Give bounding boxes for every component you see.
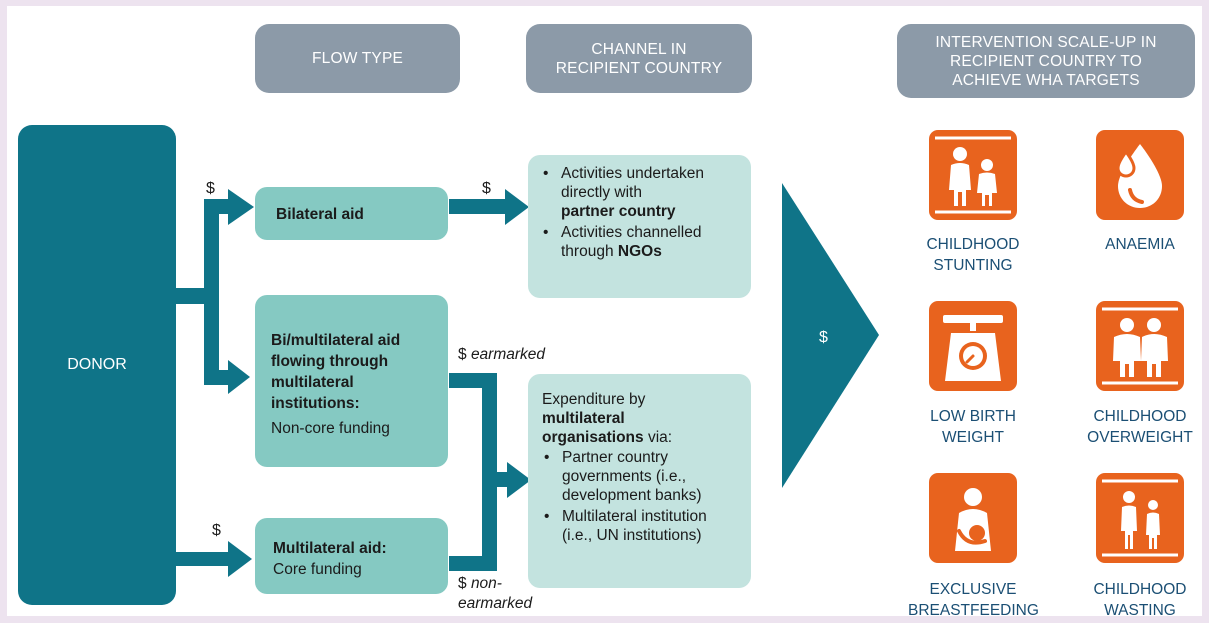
dollar-label-bilateral-in: $ [206, 180, 215, 197]
donor-label: DONOR [67, 356, 127, 373]
bilateral-b2-bold: NGOs [617, 243, 662, 260]
earmarked-dollar: $ [458, 346, 467, 363]
bilateral-b1-line2: directly with [561, 184, 642, 201]
header-channel: CHANNEL IN RECIPIENT COUNTRY [526, 24, 752, 93]
multi-b2-line1: Multilateral institution [562, 508, 707, 525]
bilateral-channel-item-2: Activities channelled through NGOs [541, 223, 743, 261]
non-earmarked-dollar: $ [458, 575, 467, 592]
caption-stunting: CHILDHOOD STUNTING [908, 234, 1038, 276]
header-scaleup: INTERVENTION SCALE-UP IN RECIPIENT COUNT… [897, 24, 1195, 98]
blood-drop-icon [1096, 130, 1184, 220]
bimulti-subtitle: Non-core funding [271, 420, 390, 437]
caption-wasting: CHILDHOOD WASTING [1075, 579, 1205, 621]
multi-channel-via: via: [643, 429, 673, 446]
caption-stunting-line1: CHILDHOOD [926, 236, 1020, 253]
overweight-children-icon [1096, 301, 1184, 391]
caption-overweight-line2: OVERWEIGHT [1087, 429, 1193, 446]
multi-channel-item-2: Multilateral institution (i.e., UN insti… [542, 507, 745, 545]
bimulti-line2: flowing through [271, 353, 389, 370]
bilateral-channel-box: Activities undertaken directly with part… [528, 155, 751, 298]
header-scaleup-line2: RECIPIENT COUNTRY TO [949, 52, 1143, 70]
caption-lbw-line1: LOW BIRTH [930, 408, 1016, 425]
bimultilateral-aid-box: Bi/multilateral aid flowing through mult… [255, 295, 448, 467]
bilateral-b1-bold: partner country [561, 203, 676, 220]
header-channel-line2: RECIPIENT COUNTRY [555, 59, 723, 77]
header-channel-line1: CHANNEL IN [591, 40, 687, 58]
multilateral-subtitle: Core funding [273, 561, 362, 578]
multi-channel-bold1: multilateral [542, 410, 625, 427]
multi-b1-line1: Partner country [562, 449, 668, 466]
bilateral-aid-label: Bilateral aid [276, 206, 364, 223]
bilateral-b1-line1: Activities undertaken [561, 165, 705, 182]
caption-breastfeeding-line1: EXCLUSIVE [929, 581, 1017, 598]
bimulti-line4: institutions: [271, 395, 360, 412]
non-earmarked-text1: non- [470, 575, 502, 592]
bilateral-channel-item-1: Activities undertaken directly with part… [541, 164, 743, 221]
bimulti-line3: multilateral [271, 374, 354, 391]
caption-stunting-line2: STUNTING [933, 257, 1013, 274]
donor-box: DONOR [18, 125, 176, 605]
bimulti-line1: Bi/multilateral aid [271, 332, 401, 349]
caption-anaemia-line1: ANAEMIA [1105, 236, 1175, 253]
multi-channel-item-1: Partner country governments (i.e., devel… [542, 448, 745, 505]
dollar-label-bilateral-out: $ [482, 180, 491, 197]
children-icon [929, 130, 1017, 220]
caption-breastfeeding-line2: BREASTFEEDING [908, 602, 1039, 619]
caption-overweight-line1: CHILDHOOD [1093, 408, 1187, 425]
scale-icon [929, 301, 1017, 391]
multi-b1-line2: governments (i.e., [562, 468, 687, 485]
non-earmarked-text2: earmarked [458, 595, 533, 612]
thin-children-icon [1096, 473, 1184, 563]
caption-lbw-line2: WEIGHT [942, 429, 1004, 446]
multilateral-title: Multilateral aid: [273, 540, 387, 557]
dollar-label-multilateral-in: $ [212, 522, 221, 539]
caption-wasting-line1: CHILDHOOD [1093, 581, 1187, 598]
header-scaleup-line3: ACHIEVE WHA TARGETS [952, 71, 1140, 89]
multi-channel-bold2: organisations [542, 429, 644, 446]
caption-wasting-line2: WASTING [1104, 602, 1176, 619]
dollar-label-scaleup: $ [819, 329, 828, 346]
caption-overweight: CHILDHOOD OVERWEIGHT [1075, 406, 1205, 448]
multi-b2-line2: (i.e., UN institutions) [562, 527, 702, 544]
header-scaleup-line1: INTERVENTION SCALE-UP IN [935, 33, 1157, 51]
earmarked-label: $ earmarked [458, 346, 545, 364]
breastfeeding-icon [929, 473, 1017, 563]
header-flow-type-text: FLOW TYPE [311, 50, 404, 67]
multilateral-aid-box: Multilateral aid: Core funding [255, 518, 448, 594]
header-flow-type: FLOW TYPE [255, 24, 460, 93]
multi-channel-intro: Expenditure by [542, 391, 646, 408]
caption-anaemia: ANAEMIA [1075, 234, 1205, 255]
multilateral-channel-box: Expenditure by multilateral organisation… [528, 374, 751, 588]
bilateral-aid-box: Bilateral aid [255, 187, 448, 240]
earmarked-text: earmarked [470, 346, 546, 363]
multi-b1-line3: development banks) [562, 487, 702, 504]
bilateral-b2-line2: through [561, 243, 618, 260]
caption-low-birth-weight: LOW BIRTH WEIGHT [908, 406, 1038, 448]
bilateral-b2-line1: Activities channelled [561, 224, 702, 241]
non-earmarked-label: $ non- earmarked [458, 574, 532, 614]
caption-breastfeeding: EXCLUSIVE BREASTFEEDING [908, 579, 1039, 621]
